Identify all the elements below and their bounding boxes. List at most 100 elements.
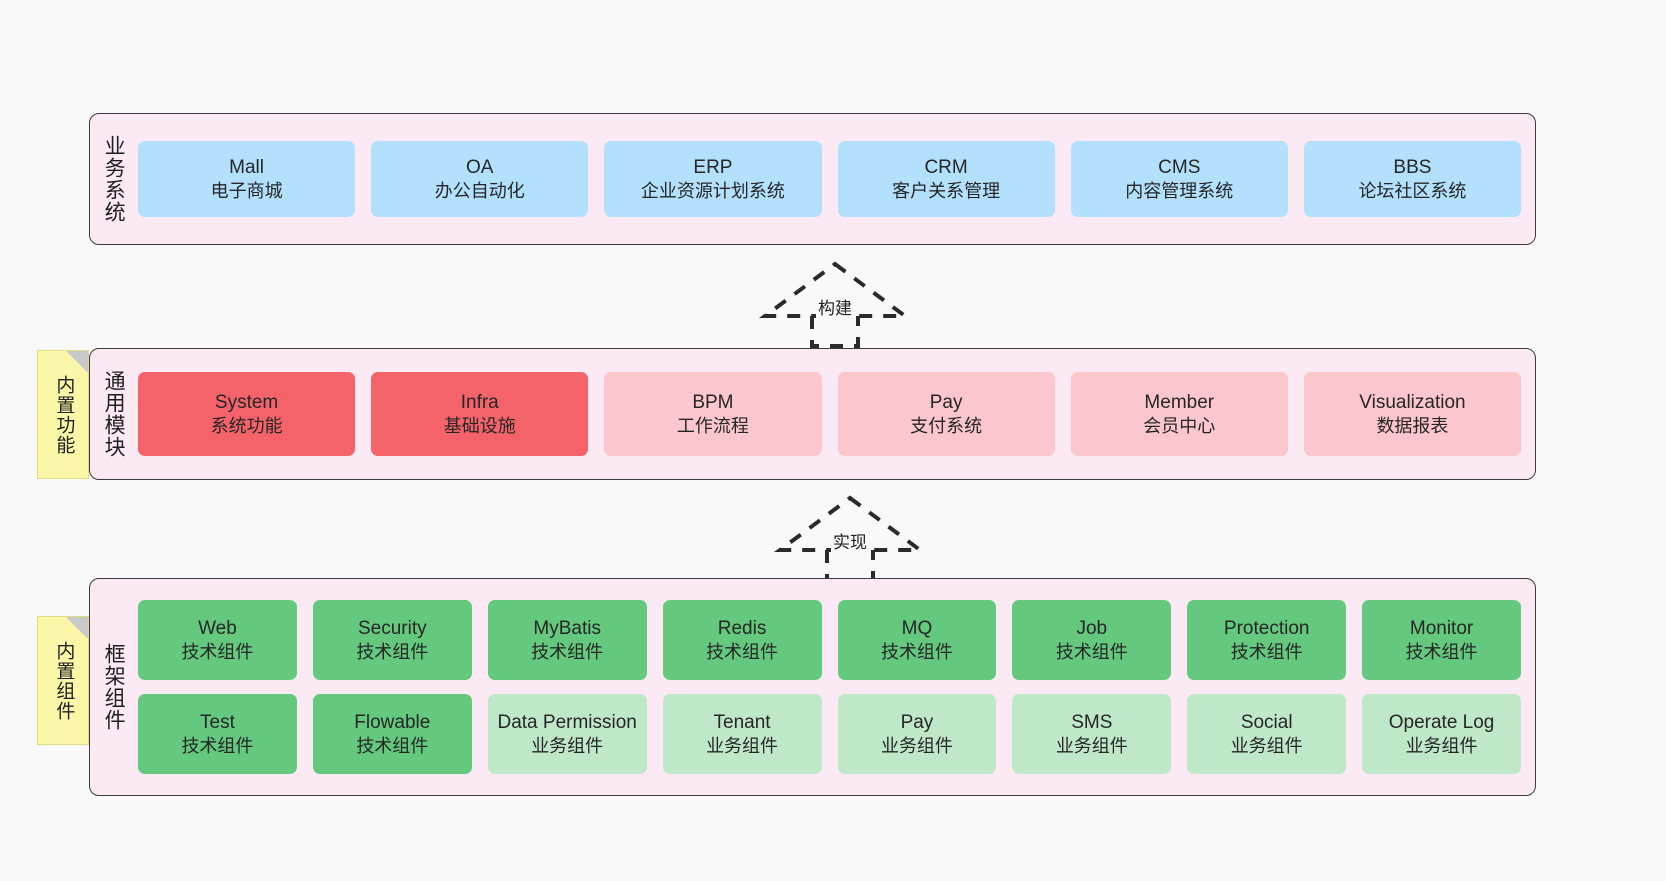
node-mq[interactable]: MQ 技术组件 — [837, 600, 997, 680]
node-mybatis[interactable]: MyBatis 技术组件 — [487, 600, 647, 680]
node-subtitle: 技术组件 — [356, 735, 429, 756]
node-test[interactable]: Test 技术组件 — [138, 694, 297, 774]
node-title: Tenant — [713, 711, 771, 733]
node-job[interactable]: Job 技术组件 — [1012, 600, 1172, 680]
node-crm[interactable]: CRM 客户关系管理 — [837, 141, 1055, 217]
node-title: Web — [198, 617, 237, 639]
node-subtitle: 数据报表 — [1376, 415, 1449, 436]
node-subtitle: 系统功能 — [210, 415, 283, 436]
node-subtitle: 办公自动化 — [434, 180, 525, 201]
node-oa[interactable]: OA 办公自动化 — [371, 141, 589, 217]
sticky-note-builtin-function: 内置功能 — [37, 350, 89, 479]
node-flowable[interactable]: Flowable 技术组件 — [312, 694, 472, 774]
node-subtitle: 内容管理系统 — [1125, 180, 1234, 201]
connector-build: 构建 — [755, 258, 915, 348]
connector-implement: 实现 — [770, 492, 930, 582]
node-subtitle: 业务组件 — [1055, 735, 1128, 756]
node-title: Pay — [929, 391, 963, 413]
node-member[interactable]: Member 会员中心 — [1070, 372, 1288, 456]
sticky-note-label: 内置功能 — [53, 374, 75, 455]
node-subtitle: 业务组件 — [1230, 735, 1303, 756]
node-title: CMS — [1158, 156, 1201, 178]
layer-body-common-modules: System 系统功能 Infra 基础设施 BPM 工作流程 Pay 支付系统… — [136, 349, 1535, 479]
node-subtitle: 技术组件 — [181, 641, 254, 662]
sticky-note-builtin-component: 内置组件 — [37, 616, 89, 745]
node-title: Monitor — [1409, 617, 1474, 639]
node-subtitle: 技术组件 — [531, 641, 604, 662]
layer-body-business-systems: Mall 电子商城 OA 办公自动化 ERP 企业资源计划系统 CRM 客户关系… — [136, 114, 1535, 244]
sticky-note-label: 内置组件 — [53, 640, 75, 721]
node-title: Member — [1144, 391, 1215, 413]
node-sms[interactable]: SMS 业务组件 — [1012, 694, 1172, 774]
node-erp[interactable]: ERP 企业资源计划系统 — [604, 141, 822, 217]
node-title: Test — [200, 711, 235, 733]
node-row: Test 技术组件 Flowable 技术组件 Data Permission … — [138, 694, 1521, 774]
connector-build-label: 构建 — [816, 294, 854, 319]
node-row: System 系统功能 Infra 基础设施 BPM 工作流程 Pay 支付系统… — [138, 372, 1522, 456]
node-infra[interactable]: Infra 基础设施 — [371, 372, 589, 456]
node-title: OA — [466, 156, 494, 178]
connector-implement-label: 实现 — [831, 528, 869, 553]
node-subtitle: 业务组件 — [1405, 735, 1478, 756]
node-row: Web 技术组件 Security 技术组件 MyBatis 技术组件 Redi… — [138, 600, 1521, 680]
node-title: BPM — [692, 391, 734, 413]
node-subtitle: 技术组件 — [706, 641, 779, 662]
node-title: Job — [1076, 617, 1108, 639]
node-system[interactable]: System 系统功能 — [138, 372, 356, 456]
node-bbs[interactable]: BBS 论坛社区系统 — [1303, 141, 1522, 217]
node-title: CRM — [924, 156, 968, 178]
node-protection[interactable]: Protection 技术组件 — [1187, 600, 1347, 680]
node-subtitle: 技术组件 — [880, 641, 953, 662]
node-subtitle: 论坛社区系统 — [1358, 180, 1467, 201]
node-title: Protection — [1223, 617, 1310, 639]
node-subtitle: 业务组件 — [531, 735, 604, 756]
node-title: MQ — [901, 617, 933, 639]
node-pay-component[interactable]: Pay 业务组件 — [837, 694, 997, 774]
node-title: Flowable — [354, 711, 431, 733]
layer-body-framework-components: Web 技术组件 Security 技术组件 MyBatis 技术组件 Redi… — [136, 579, 1535, 795]
node-title: Operate Log — [1388, 711, 1495, 733]
layer-framework-components: 框架组件 Web 技术组件 Security 技术组件 MyBatis 技术组件… — [89, 578, 1536, 796]
layer-label-framework-components: 框架组件 — [102, 643, 126, 731]
node-subtitle: 技术组件 — [1230, 641, 1303, 662]
node-subtitle: 客户关系管理 — [892, 180, 1001, 201]
layer-common-modules: 通用模块 System 系统功能 Infra 基础设施 BPM 工作流程 Pay… — [89, 348, 1536, 480]
node-cms[interactable]: CMS 内容管理系统 — [1070, 141, 1288, 217]
node-data-permission[interactable]: Data Permission 业务组件 — [487, 694, 647, 774]
node-title: Infra — [460, 391, 499, 413]
node-subtitle: 业务组件 — [880, 735, 953, 756]
folded-corner-icon — [66, 351, 88, 373]
node-social[interactable]: Social 业务组件 — [1187, 694, 1347, 774]
generalization-arrow-icon — [758, 261, 912, 348]
node-title: Pay — [900, 711, 934, 733]
node-mall[interactable]: Mall 电子商城 — [138, 141, 356, 217]
node-title: Mall — [229, 156, 264, 178]
node-tenant[interactable]: Tenant 业务组件 — [662, 694, 822, 774]
node-visualization[interactable]: Visualization 数据报表 — [1303, 372, 1522, 456]
node-title: BBS — [1393, 156, 1432, 178]
node-title: Data Permission — [497, 711, 637, 733]
node-title: Social — [1240, 711, 1293, 733]
node-subtitle: 支付系统 — [910, 415, 983, 436]
node-subtitle: 技术组件 — [1055, 641, 1128, 662]
node-pay-module[interactable]: Pay 支付系统 — [837, 372, 1055, 456]
node-bpm[interactable]: BPM 工作流程 — [604, 372, 822, 456]
node-title: Redis — [717, 617, 767, 639]
node-title: SMS — [1071, 711, 1113, 733]
layer-label-business-systems: 业务系统 — [102, 135, 126, 223]
node-title: ERP — [693, 156, 733, 178]
node-web[interactable]: Web 技术组件 — [138, 600, 297, 680]
node-title: System — [214, 391, 279, 413]
node-operate-log[interactable]: Operate Log 业务组件 — [1362, 694, 1521, 774]
node-row: Mall 电子商城 OA 办公自动化 ERP 企业资源计划系统 CRM 客户关系… — [138, 141, 1522, 217]
layer-label-common-modules: 通用模块 — [102, 370, 126, 458]
node-subtitle: 基础设施 — [443, 415, 516, 436]
node-subtitle: 电子商城 — [210, 180, 283, 201]
folded-corner-icon — [66, 617, 88, 639]
node-title: Security — [357, 617, 427, 639]
node-redis[interactable]: Redis 技术组件 — [662, 600, 822, 680]
layer-business-systems: 业务系统 Mall 电子商城 OA 办公自动化 ERP 企业资源计划系统 CRM… — [89, 113, 1536, 245]
node-monitor[interactable]: Monitor 技术组件 — [1362, 600, 1521, 680]
node-security[interactable]: Security 技术组件 — [312, 600, 472, 680]
